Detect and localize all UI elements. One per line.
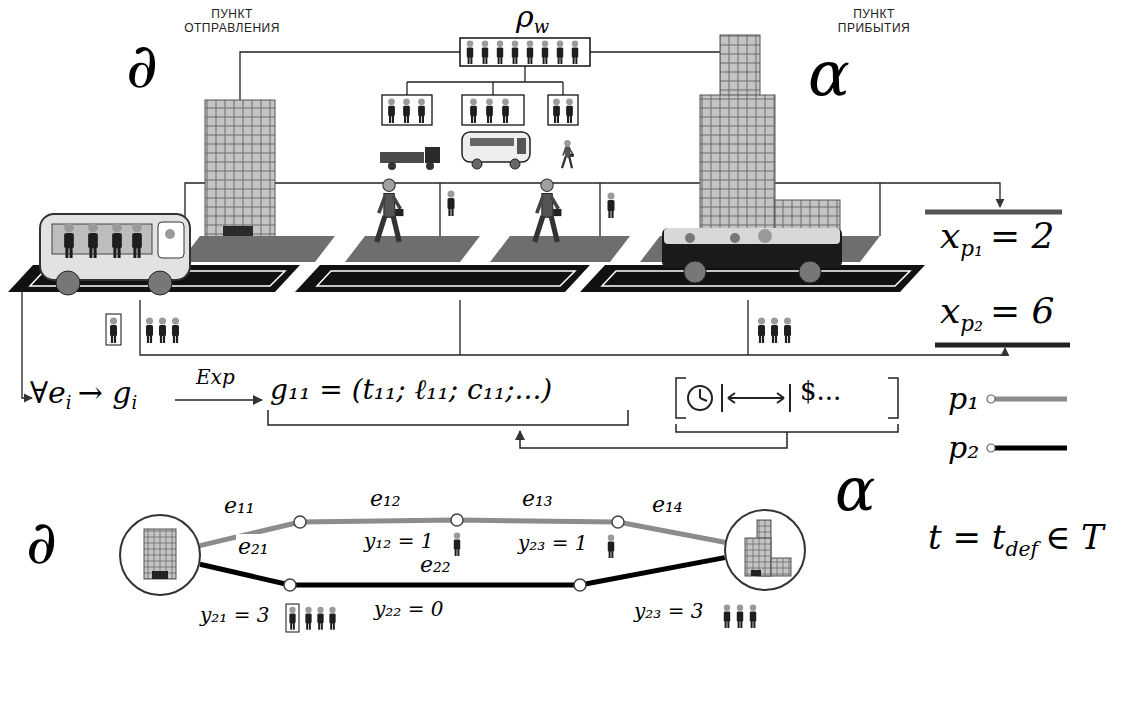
label-text: y₂₃ = 1 (518, 531, 588, 555)
junction-dot (574, 579, 586, 591)
math-label: y₁₂ = 1 (362, 530, 436, 553)
subscript: p₁ (960, 236, 982, 261)
junction-dot (612, 516, 624, 528)
math-label: Exp (196, 366, 235, 389)
math-label: t = tdef ∈ T (928, 518, 1104, 562)
subscript: i (66, 392, 72, 413)
node-outline (723, 508, 807, 592)
legend-item: p₁ (948, 382, 1069, 417)
node-heading: ∂ (26, 509, 57, 575)
flow-line (185, 183, 1000, 236)
node-circle: α (723, 508, 807, 592)
demand-box (460, 38, 590, 66)
path-line (200, 558, 725, 585)
math-label: ∂ (126, 30, 158, 101)
math-label: y₂₃ = 1 (516, 532, 590, 555)
legend-line (985, 392, 1069, 406)
label-text: y₂₁ = 3 (200, 603, 270, 627)
label-text: e₁₃ (522, 486, 553, 511)
walkers (377, 179, 615, 242)
label-text: $... (800, 376, 841, 406)
legend-line (985, 441, 1069, 455)
math-label: g₁₁ = (t₁₁; ℓ₁₁; c₁₁;...) (270, 374, 552, 406)
label-text: y₂₂ = 0 (374, 597, 444, 621)
passenger-icons (106, 314, 791, 345)
node-circle: ∂ (118, 513, 202, 597)
subscript: def (1005, 537, 1038, 561)
bus (40, 214, 190, 295)
label-text: α (808, 37, 850, 110)
label-text: → g (78, 375, 132, 410)
legend-text: p₂ (948, 431, 979, 466)
math-label: y₂₂ = 0 (372, 598, 446, 621)
node-outline (118, 513, 202, 597)
label-text: g₁₁ = (t₁₁; ℓ₁₁; c₁₁;...) (270, 373, 552, 406)
label-text: t = t (928, 517, 1005, 557)
label-text: ρ (516, 0, 534, 34)
junction-dot (451, 514, 463, 526)
junction-dot (294, 516, 306, 528)
label-text: ∈ T (1045, 517, 1104, 557)
label-text: ПУНКТ ОТПРАВЛЕНИЯ (184, 7, 280, 35)
math-label: e₂₂ (418, 552, 453, 577)
math-label: $... (800, 377, 841, 407)
label-text: = 6 (990, 290, 1055, 331)
math-label: e₁₄ (650, 492, 685, 517)
label-text: e₁₁ (224, 493, 255, 518)
attribute-icons (688, 384, 790, 412)
mapping-arrow (175, 399, 262, 401)
math-label: e₁₃ (520, 486, 555, 511)
math-label: e₂₁ (236, 534, 271, 559)
label-text: e₁₂ (370, 486, 401, 511)
mode-icons (380, 132, 574, 170)
legend-text: p₁ (948, 382, 979, 417)
node-heading: α (835, 456, 876, 522)
label-text: x (940, 215, 960, 256)
quantity-bar (935, 343, 1070, 348)
label-text: e₂₂ (420, 552, 451, 577)
math-label: ρw (516, 0, 549, 38)
math-label: ∀ei→ gi (30, 376, 137, 414)
legend: p₁ p₂ (948, 382, 1069, 465)
label-text: e₁₄ (652, 492, 683, 517)
label-text: ∀e (30, 375, 66, 410)
label-text: y₂₃ = 3 (634, 599, 704, 623)
math-label: y₂₁ = 3 (198, 604, 272, 627)
math-label: e₁₂ (368, 486, 403, 511)
label-text: y₁₂ = 1 (364, 529, 434, 553)
subscript: w (534, 16, 549, 37)
group-boxes (382, 95, 578, 125)
label-text: = 2 (990, 215, 1055, 256)
legend-item: p₂ (948, 431, 1069, 466)
departure-building (205, 100, 275, 245)
car (662, 228, 842, 283)
subscript: i (132, 392, 138, 413)
math-label: xp₂ = 6 (940, 290, 1055, 336)
junction-dot (284, 579, 296, 591)
math-label: α (808, 38, 850, 109)
place-caption: ПУНКТ ПРИБЫТИЯ (832, 8, 916, 36)
math-label: y₂₃ = 3 (632, 600, 706, 623)
math-label: xp₁ = 2 (940, 215, 1055, 261)
label-text: x (940, 290, 960, 331)
label-text: e₂₁ (238, 534, 269, 559)
subscript: p₂ (960, 311, 982, 336)
math-label: e₁₁ (222, 493, 257, 518)
label-text: Exp (196, 365, 235, 389)
label-text: ∂ (126, 29, 158, 102)
quantity-bar (925, 210, 1062, 215)
place-caption: ПУНКТ ОТПРАВЛЕНИЯ (180, 8, 284, 36)
label-text: ПУНКТ ПРИБЫТИЯ (838, 7, 910, 35)
